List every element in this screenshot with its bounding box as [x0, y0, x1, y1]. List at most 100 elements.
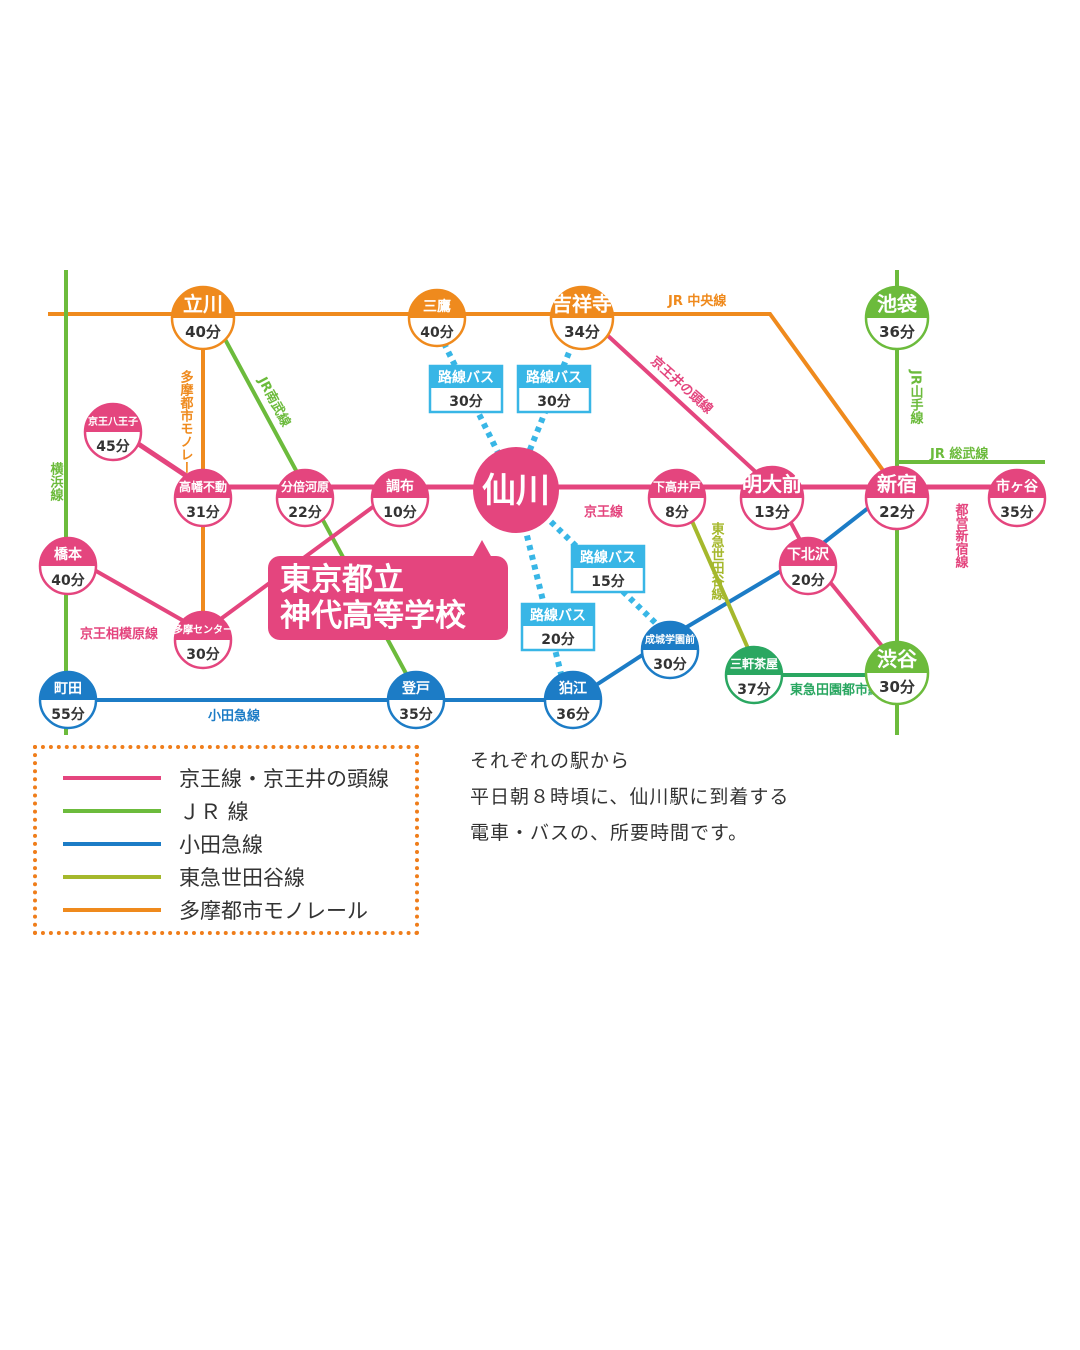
bus-box-kichijoji: 路線バス 30分 — [516, 364, 592, 414]
school-name-line2: 神代高等学校 — [280, 598, 466, 634]
bus-label: 路線バス — [580, 549, 636, 566]
station-time: 30分 — [653, 657, 686, 673]
station-time: 31分 — [186, 505, 219, 521]
bus-label: 路線バス — [526, 369, 582, 386]
label-sagamihara: 京王相模原線 — [80, 626, 159, 642]
bus-box-komae: 路線バス 20分 — [520, 602, 596, 652]
station-time: 34分 — [564, 323, 600, 341]
bus-time: 30分 — [537, 394, 570, 410]
school-name-line1: 東京都立 — [280, 562, 404, 598]
station-tachikawa[interactable]: 立川 40分 — [170, 285, 236, 351]
station-name: 三軒茶屋 — [730, 656, 778, 671]
legend-item: 小田急線 — [63, 829, 263, 859]
station-time: 35分 — [1000, 505, 1033, 521]
legend: 京王線・京王井の頭線 ＪＲ 線小田急線東急世田谷線多摩都市モノレール — [33, 745, 419, 935]
stations: 立川40分三鷹40分吉祥寺34分池袋36分京王八王子45分高幡不動31分分倍河原… — [38, 285, 1047, 730]
station-name: 池袋 — [877, 292, 918, 316]
station-shinjuku[interactable]: 新宿 22分 — [864, 465, 930, 531]
station-noborito[interactable]: 登戸 35分 — [386, 670, 446, 730]
station-time: 30分 — [879, 678, 915, 696]
label-inokashira: 京王井の頭線 — [647, 353, 716, 418]
legend-label: 東急世田谷線 — [179, 866, 305, 890]
label-sobu: JR 総武線 — [929, 446, 989, 462]
station-time: 35分 — [399, 707, 432, 723]
label-monorail: 多摩都市モノレール — [178, 369, 195, 487]
bus-time: 30分 — [449, 394, 482, 410]
label-yamanote: JR山手線 — [908, 369, 924, 425]
station-time: 22分 — [288, 505, 321, 521]
bus-label: 路線バス — [438, 369, 494, 386]
station-time: 36分 — [556, 707, 589, 723]
station-name: 町田 — [54, 681, 82, 697]
station-name: 新宿 — [877, 472, 917, 496]
station-time: 30分 — [186, 647, 219, 663]
legend-item: 多摩都市モノレール — [63, 895, 368, 925]
label-yokohama: 横浜線 — [48, 461, 64, 502]
station-bubaigawara[interactable]: 分倍河原 22分 — [275, 468, 335, 528]
station-name: 高幡不動 — [179, 479, 227, 494]
label-odakyu: 小田急線 — [208, 708, 261, 724]
station-name: 明大前 — [742, 472, 802, 496]
station-name: 橋本 — [54, 546, 83, 563]
bus-time: 20分 — [541, 632, 574, 648]
station-time: 8分 — [665, 505, 689, 521]
legend-swatch — [63, 809, 161, 813]
legend-item: 京王線・京王井の頭線 — [63, 763, 389, 793]
station-sengawa-name: 仙川 — [482, 471, 550, 511]
station-sengawa[interactable]: 仙川 — [473, 447, 559, 533]
station-name: 三鷹 — [423, 298, 451, 315]
station-name: 吉祥寺 — [552, 292, 612, 316]
station-time: 13分 — [754, 503, 790, 521]
station-shimotakaido[interactable]: 下高井戸 8分 — [647, 468, 707, 528]
label-toei: 都営新宿線 — [953, 502, 970, 569]
school-callout: 東京都立 神代高等学校 — [268, 540, 508, 640]
station-time: 45分 — [96, 439, 129, 455]
station-ichigaya[interactable]: 市ヶ谷 35分 — [987, 468, 1047, 528]
legend-label: 小田急線 — [179, 833, 263, 857]
label-chuo: JR 中央線 — [667, 293, 727, 309]
station-time: 40分 — [185, 323, 221, 341]
label-setagaya: 東急世田谷線 — [709, 521, 725, 601]
label-keio: 京王線 — [584, 504, 624, 520]
station-meidaimae[interactable]: 明大前 13分 — [739, 465, 805, 531]
station-time: 22分 — [879, 503, 915, 521]
station-chofu[interactable]: 調布 10分 — [370, 468, 430, 528]
legend-label: ＪＲ 線 — [179, 800, 249, 824]
station-seijogakuenmae[interactable]: 成城学園前 30分 — [640, 620, 700, 680]
station-time: 55分 — [51, 707, 84, 723]
legend-swatch — [63, 776, 161, 780]
station-name: 下北沢 — [787, 546, 830, 563]
legend-label: 京王線・京王井の頭線 — [179, 767, 389, 791]
station-time: 40分 — [420, 325, 453, 341]
note-line-2: 平日朝８時頃に、仙川駅に到着する — [470, 786, 790, 808]
station-name: 登戸 — [401, 680, 430, 697]
label-denentoshi: 東急田園都市線 — [790, 682, 882, 698]
station-name: 市ヶ谷 — [996, 478, 1039, 495]
station-name: 下高井戸 — [653, 479, 701, 494]
station-time: 10分 — [383, 505, 416, 521]
legend-item: 東急世田谷線 — [63, 862, 305, 892]
station-name: 分倍河原 — [281, 479, 329, 494]
station-name: 立川 — [183, 292, 223, 316]
station-takahatafudo[interactable]: 高幡不動 31分 — [173, 468, 233, 528]
station-mitaka[interactable]: 三鷹 40分 — [407, 288, 467, 348]
note-line-1: それぞれの駅から — [470, 750, 631, 772]
station-name: 成城学園前 — [645, 633, 695, 646]
station-machida[interactable]: 町田 55分 — [38, 670, 98, 730]
station-name: 調布 — [386, 478, 414, 495]
legend-swatch — [63, 908, 161, 912]
station-kichijoji[interactable]: 吉祥寺 34分 — [549, 285, 615, 351]
bus-label: 路線バス — [530, 607, 586, 624]
legend-swatch — [63, 875, 161, 879]
